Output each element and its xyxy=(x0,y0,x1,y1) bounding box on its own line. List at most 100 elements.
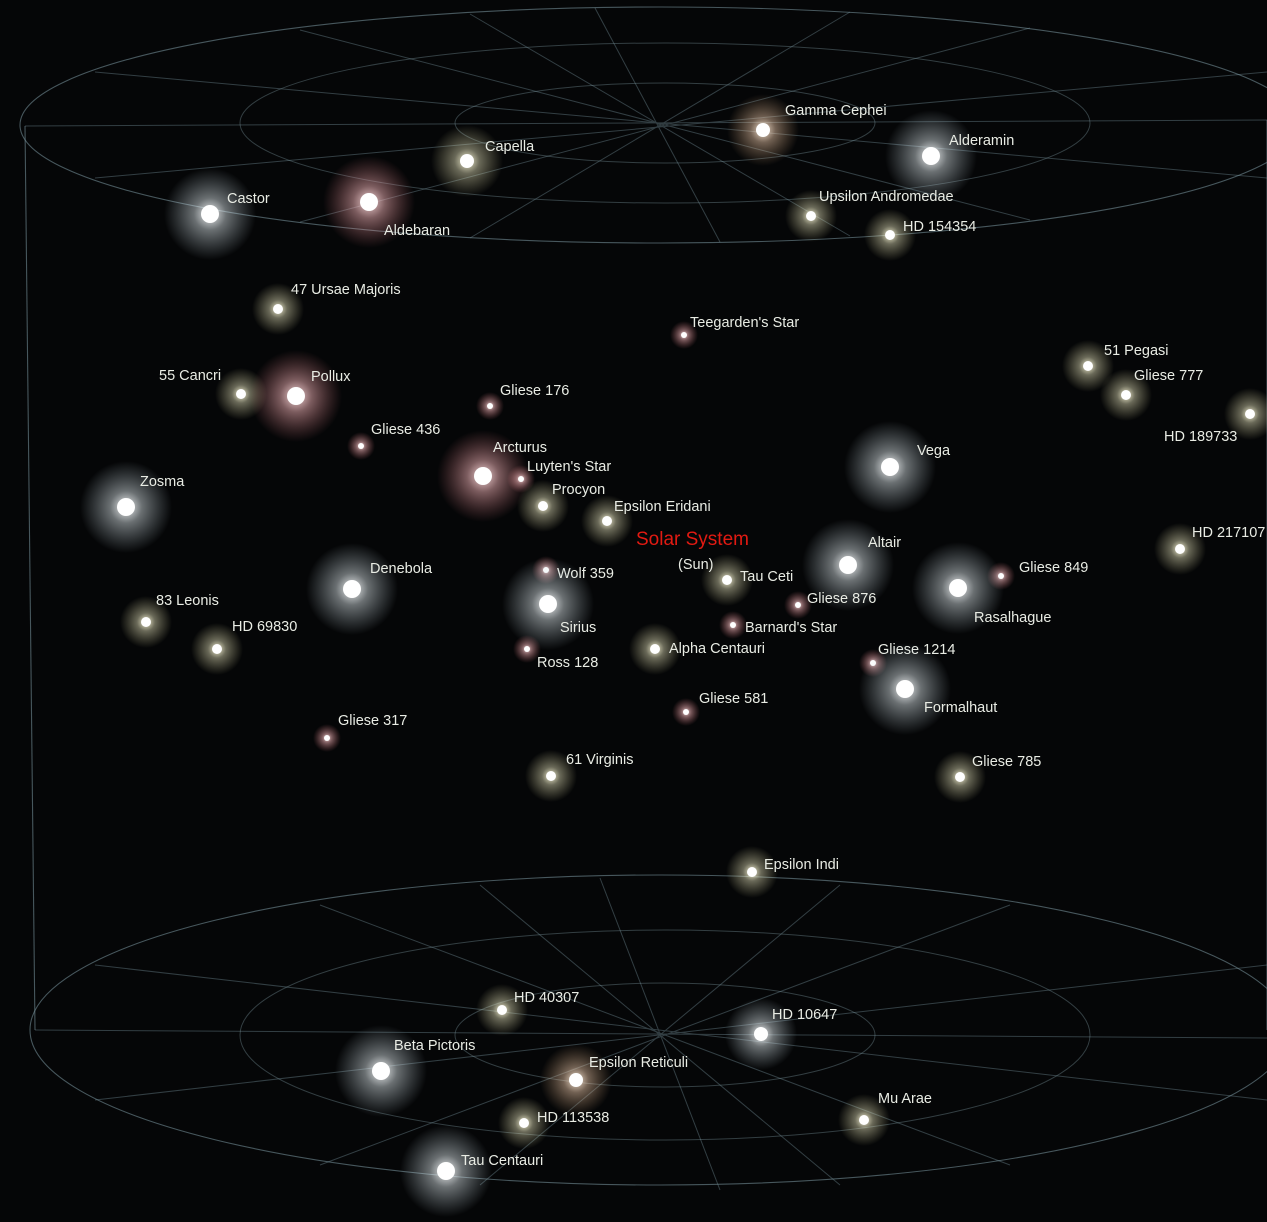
star-mu-arae: Mu Arae xyxy=(838,1091,932,1146)
star-point xyxy=(881,458,899,476)
star-point xyxy=(1083,361,1093,371)
star-sirius: Sirius xyxy=(502,558,596,650)
star-zosma: Zosma xyxy=(80,461,185,553)
star-point xyxy=(1175,544,1185,554)
cylinder-frame xyxy=(24,120,1267,1031)
star-label: 83 Leonis xyxy=(156,593,219,609)
star-label: Formalhaut xyxy=(924,700,997,716)
star-point xyxy=(236,389,246,399)
star-rasalhague: Rasalhague xyxy=(912,542,1051,634)
star-point xyxy=(324,735,330,741)
star-label: Vega xyxy=(917,443,951,459)
star-label: Gliese 317 xyxy=(338,713,407,729)
star-label: Tau Ceti xyxy=(740,569,793,585)
star-point xyxy=(497,1005,507,1015)
star-point xyxy=(949,579,967,597)
star-label: Mu Arae xyxy=(878,1091,932,1107)
star-point xyxy=(474,467,492,485)
star-point xyxy=(212,644,222,654)
bottom-grid-disc xyxy=(29,874,1267,1191)
star-label: HD 217107 xyxy=(1192,525,1265,541)
star-label: Gliese 581 xyxy=(699,691,768,707)
star-label: Gliese 436 xyxy=(371,422,440,438)
star-label: Epsilon Reticuli xyxy=(589,1055,688,1071)
star-label: Procyon xyxy=(552,482,605,498)
star-hd-10647: HD 10647 xyxy=(725,998,837,1070)
star-hd-189733: HD 189733 xyxy=(1164,388,1267,445)
star-label: Capella xyxy=(485,139,535,155)
star-label: Ross 128 xyxy=(537,655,598,671)
star-point xyxy=(922,147,940,165)
star-label: HD 40307 xyxy=(514,990,579,1006)
star-label: HD 113538 xyxy=(537,1110,609,1126)
star-pollux: Pollux xyxy=(250,350,351,442)
star-point xyxy=(539,595,557,613)
star-label: Rasalhague xyxy=(974,610,1051,626)
star-point xyxy=(859,1115,869,1125)
star-label: Gliese 876 xyxy=(807,591,876,607)
star-label: Alderamin xyxy=(949,133,1014,149)
star-tau-ceti: Tau Ceti xyxy=(701,554,793,606)
star-label: HD 154354 xyxy=(903,219,976,235)
star-point xyxy=(569,1073,583,1087)
star-gamma-cephei: Gamma Cephei xyxy=(727,94,887,166)
star-label: Aldebaran xyxy=(384,223,450,239)
star-alderamin: Alderamin xyxy=(885,110,1014,202)
star-point xyxy=(795,602,801,608)
star-epsilon-indi: Epsilon Indi xyxy=(726,846,839,898)
star-hd-69830: HD 69830 xyxy=(191,619,297,675)
star-gliese-876: Gliese 876 xyxy=(784,591,876,619)
star-point xyxy=(896,680,914,698)
star-label: Sirius xyxy=(560,620,596,636)
star-hd-217107: HD 217107 xyxy=(1154,523,1265,575)
star-point xyxy=(754,1027,768,1041)
solar-system-marker: Solar System (Sun) xyxy=(636,529,749,573)
star-83-leonis: 83 Leonis xyxy=(120,593,219,648)
star-teegarden-s-star: Teegarden's Star xyxy=(670,315,799,349)
star-castor: Castor xyxy=(164,168,270,260)
star-point xyxy=(358,443,364,449)
star-label: Pollux xyxy=(311,369,351,385)
star-label: Tau Centauri xyxy=(461,1153,543,1169)
star-point xyxy=(602,516,612,526)
star-61-virginis: 61 Virginis xyxy=(525,750,633,802)
star-label: Epsilon Indi xyxy=(764,857,839,873)
star-altair: Altair xyxy=(802,519,901,611)
star-alpha-centauri: Alpha Centauri xyxy=(629,623,765,675)
star-point xyxy=(747,867,757,877)
star-point xyxy=(343,580,361,598)
star-label: HD 10647 xyxy=(772,1007,837,1023)
star-label: Gliese 849 xyxy=(1019,560,1088,576)
star-label: Denebola xyxy=(370,561,433,577)
star-denebola: Denebola xyxy=(306,543,433,635)
star-ross-128: Ross 128 xyxy=(513,635,598,671)
star-point xyxy=(519,1118,529,1128)
star-point xyxy=(546,771,556,781)
star-point xyxy=(437,1162,455,1180)
star-point xyxy=(487,403,493,409)
star-point xyxy=(360,193,378,211)
star-point xyxy=(683,709,689,715)
star-label: Teegarden's Star xyxy=(690,315,799,331)
star-point xyxy=(518,476,524,482)
star-point xyxy=(372,1062,390,1080)
star-point xyxy=(273,304,283,314)
star-point xyxy=(1121,390,1131,400)
star-formalhaut: Formalhaut xyxy=(859,643,997,735)
star-label: 55 Cancri xyxy=(159,368,221,384)
star-point xyxy=(287,387,305,405)
star-51-pegasi: 51 Pegasi xyxy=(1062,340,1169,392)
sun-label: (Sun) xyxy=(678,557,713,573)
star-point xyxy=(806,211,816,221)
star-label: 51 Pegasi xyxy=(1104,343,1169,359)
star-gliese-777: Gliese 777 xyxy=(1100,368,1203,421)
star-label: HD 69830 xyxy=(232,619,297,635)
star-label: Gliese 777 xyxy=(1134,368,1203,384)
star-point xyxy=(681,332,687,338)
star-gliese-785: Gliese 785 xyxy=(934,751,1041,803)
star-point xyxy=(839,556,857,574)
star-point xyxy=(538,501,548,511)
star-capella: Capella xyxy=(431,125,535,197)
star-point xyxy=(141,617,151,627)
